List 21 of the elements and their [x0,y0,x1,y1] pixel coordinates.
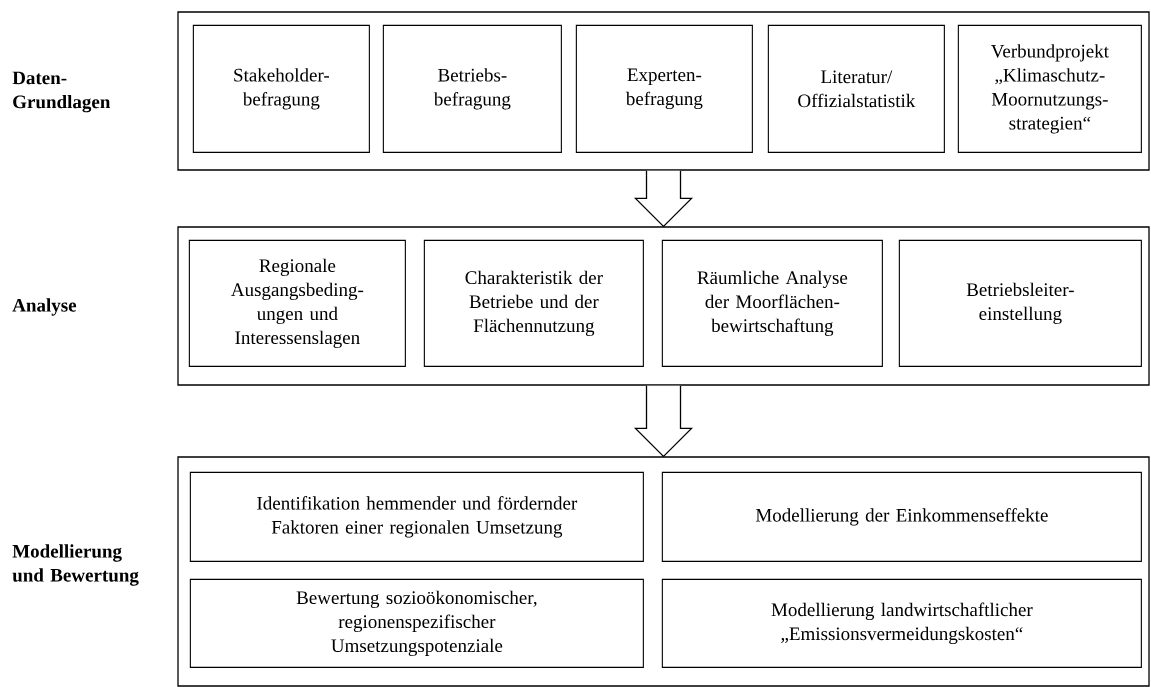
process-box: Bewertung sozioökonomischer, regionenspezifischer Umsetzungspotenziale [189,578,644,668]
group-box [177,456,1150,687]
process-box: Literatur/ Offizialstatistik [767,24,945,153]
block-arrow [633,385,694,458]
process-box: Stakeholder- befragung [192,24,370,153]
process-box: Modellierung der Einkommenseffekte [661,471,1142,562]
row-heading: Analyse [12,298,77,316]
process-box: Charakteristik der Betriebe und der Flächennutzung [423,239,644,367]
process-box: Räumliche Analyse der Moorflächen- bewirtschaftung [661,239,883,367]
process-box: Regionale Ausgangsbeding- ungen und Interessenslagen [188,239,406,367]
row-heading: Modellierung und Bewertung [12,544,139,586]
row-heading: Daten- Grundlagen [12,71,111,113]
process-box: Experten- befragung [575,24,753,153]
group-box [177,226,1150,386]
process-box: Betriebs- befragung [382,24,562,153]
process-box: Modellierung landwirtschaftlicher „Emissionsvermeidungskosten“ [661,578,1142,668]
block-arrow [633,170,694,228]
group-box [177,11,1150,171]
process-box: Identifikation hemmender und fördernder Faktoren einer regionalen Umsetzung [189,471,644,562]
process-box: Verbundprojekt „Klimaschutz- Moornutzungs- strategien“ [957,24,1142,153]
process-box: Betriebsleiter- einstellung [898,239,1142,367]
